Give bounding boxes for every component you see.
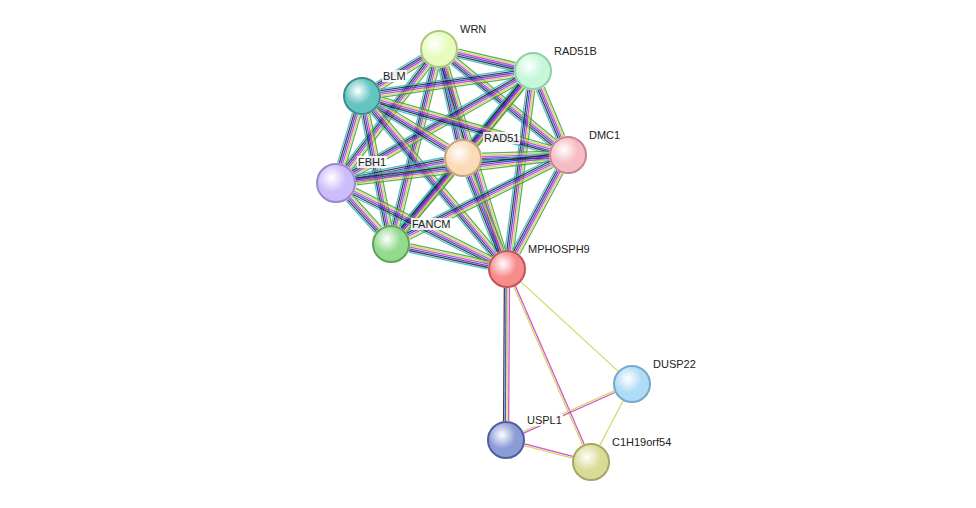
node-label: USPL1 [526, 414, 563, 426]
evidence-strand [541, 88, 561, 137]
interaction-edge [409, 244, 490, 269]
evidence-strand [380, 70, 513, 90]
node-label: FANCM [411, 218, 452, 230]
evidence-strand [474, 174, 504, 250]
evidence-strand [524, 392, 615, 433]
interaction-edge [512, 170, 563, 255]
node-label: RAD51B [553, 45, 598, 57]
evidence-strand [410, 246, 489, 263]
evidence-strand [505, 288, 507, 421]
node-label: WRN [459, 23, 487, 35]
evidence-strand [410, 247, 489, 264]
evidence-strand [409, 249, 488, 266]
node-label: BLM [382, 70, 407, 82]
protein-node: USPL1 [487, 421, 525, 459]
evidence-strand [408, 163, 551, 235]
evidence-strand [538, 90, 558, 139]
evidence-strand [521, 282, 618, 371]
evidence-strand [410, 244, 489, 261]
interaction-edge [521, 282, 618, 371]
node-label: RAD51 [483, 132, 520, 144]
node-label: DUSP22 [652, 358, 697, 370]
protein-node: BLM [343, 77, 381, 115]
interaction-edge [514, 286, 584, 445]
evidence-strand [341, 114, 356, 164]
protein-node: DUSP22 [613, 365, 651, 403]
interaction-edge [536, 87, 564, 139]
protein-node: MPHOSPH9 [488, 250, 526, 288]
protein-node: DMC1 [549, 136, 587, 174]
protein-node: C1H19orf54 [572, 443, 610, 481]
evidence-strand [514, 171, 557, 251]
evidence-strand [409, 252, 488, 269]
evidence-strand [338, 113, 353, 163]
evidence-strand [508, 288, 510, 421]
node-label: C1H19orf54 [611, 436, 672, 448]
evidence-strand [368, 114, 390, 225]
evidence-strand [506, 288, 508, 421]
evidence-strand [540, 89, 560, 138]
evidence-strand [515, 286, 584, 444]
protein-node: WRN [420, 30, 458, 68]
protein-node: FANCM [372, 225, 410, 263]
evidence-strand [517, 172, 560, 252]
protein-node: RAD51B [514, 52, 552, 90]
evidence-strand [523, 391, 614, 432]
evidence-strand [505, 89, 526, 249]
interaction-edge [504, 288, 510, 421]
evidence-strand [406, 175, 454, 232]
evidence-strand [339, 113, 354, 163]
evidence-strand [512, 170, 555, 250]
node-label: DMC1 [588, 129, 621, 141]
evidence-strand [524, 446, 572, 458]
evidence-strand [409, 250, 488, 267]
evidence-strand [525, 444, 573, 456]
protein-node: RAD51 [444, 139, 482, 177]
interaction-edge [523, 391, 615, 433]
evidence-strand [514, 287, 583, 445]
evidence-strand [503, 288, 505, 421]
evidence-strand [515, 171, 558, 251]
node-label: MPHOSPH9 [527, 243, 591, 255]
interaction-edge [524, 444, 573, 458]
evidence-strand [518, 173, 561, 253]
evidence-strand [404, 173, 452, 230]
evidence-strand [536, 90, 556, 139]
evidence-strand [405, 174, 453, 231]
protein-node: FBH1 [316, 163, 356, 203]
node-label: FBH1 [357, 156, 387, 168]
